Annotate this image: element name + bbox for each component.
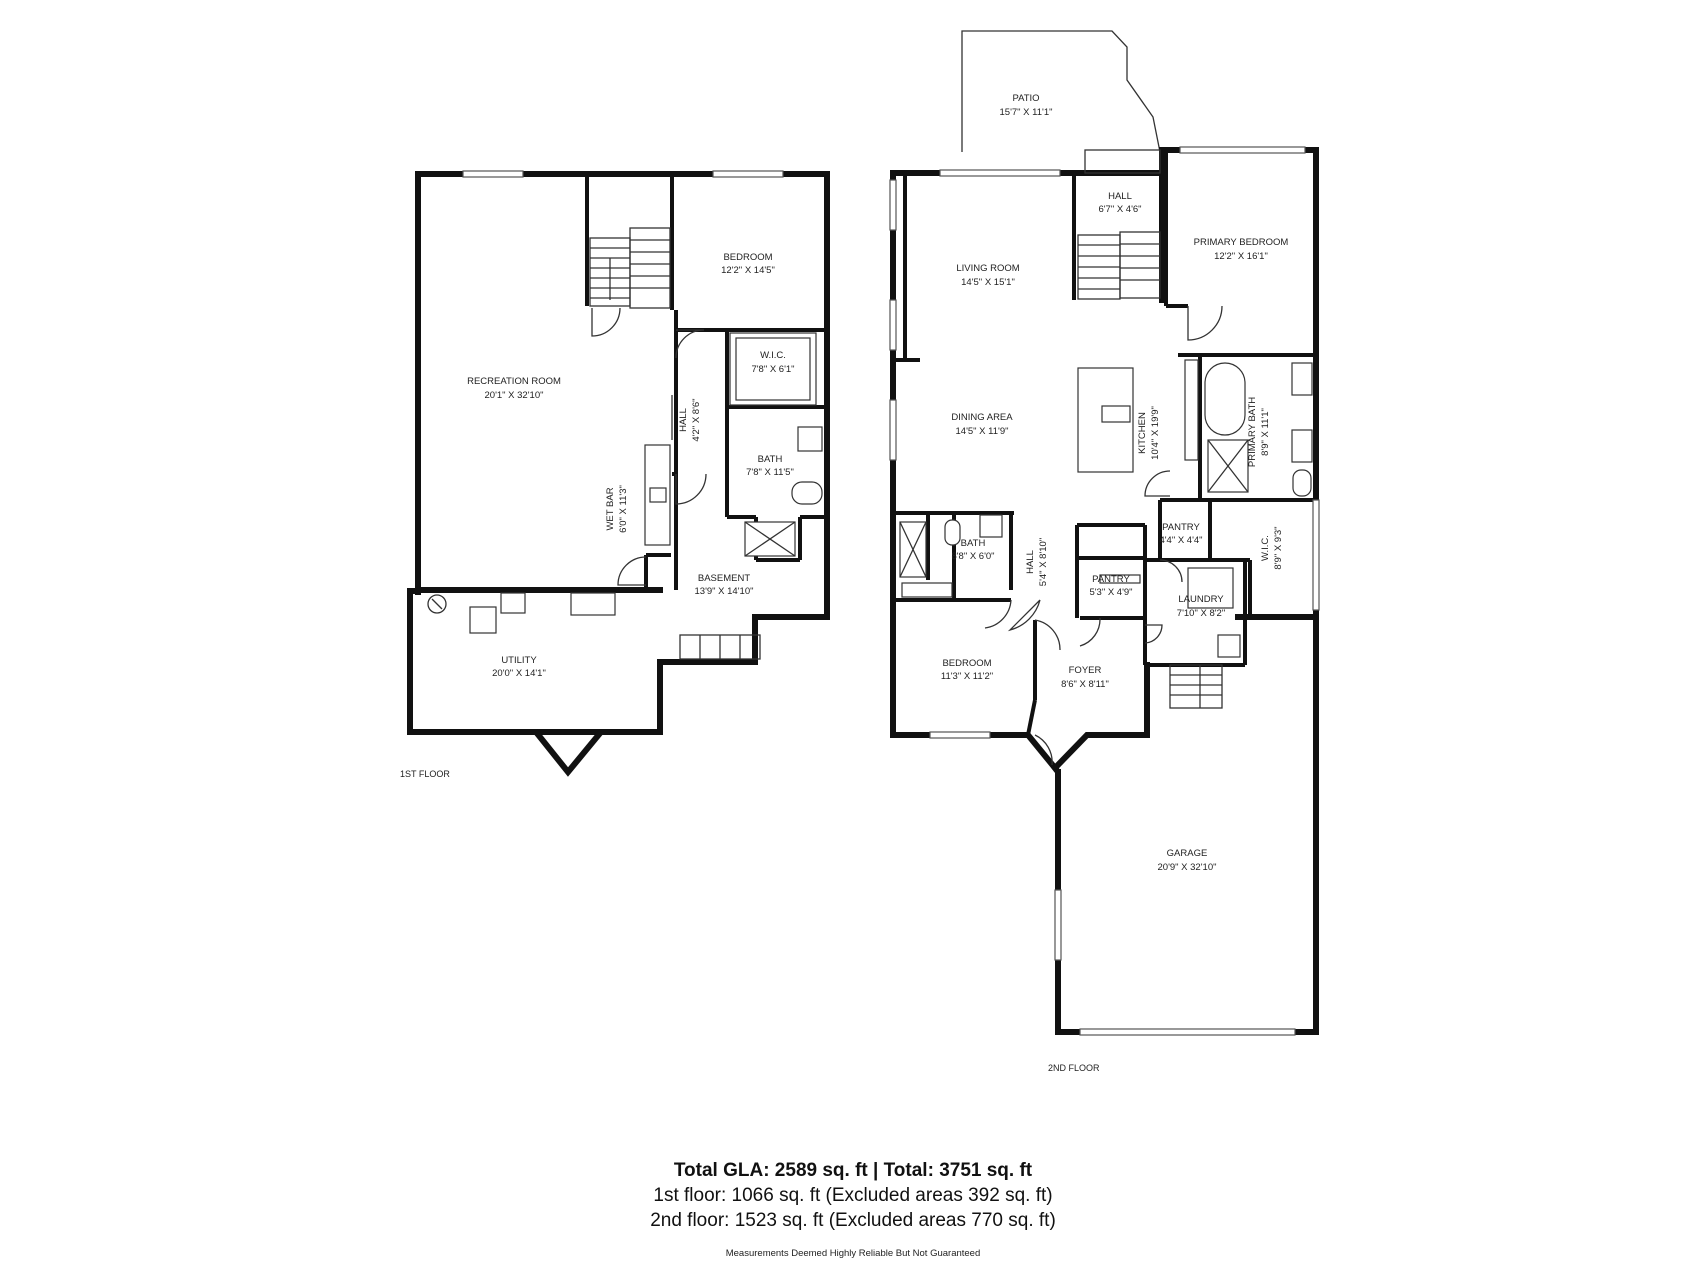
room-name-primary-bedroom: PRIMARY BEDROOM [1194, 237, 1289, 248]
room-dim-dining-area: 14'5" X 11'9" [956, 426, 1009, 437]
room-dim-primary-bedroom: 12'2" X 16'1" [1214, 251, 1268, 262]
room-name-bedroom-2: BEDROOM [942, 658, 991, 669]
second-floor-windows [889, 146, 1320, 1036]
room-dim-hall-top: 6'7" X 4'6" [1098, 204, 1141, 215]
floor-label-2nd: 2ND FLOOR [1048, 1063, 1100, 1073]
room-dim-bath-2: 8'8" X 6'0" [951, 551, 994, 562]
room-dim-recreation-room: 20'1" X 32'10" [485, 390, 544, 401]
room-dim-living-room: 14'5" X 15'1" [961, 277, 1015, 288]
room-name-wic-1: W.I.C. [760, 350, 786, 361]
room-name-pantry-2: PANTRY [1092, 574, 1130, 585]
room-dim-utility: 20'0" X 14'1" [492, 668, 546, 679]
room-name-pantry-1: PANTRY [1162, 522, 1200, 533]
room-dim-patio: 15'7" X 11'1" [1000, 107, 1053, 118]
room-name-hall-1: HALL [678, 408, 689, 432]
total-area-line: Total GLA: 2589 sq. ft | Total: 3751 sq.… [673, 1160, 1033, 1181]
room-name-living-room: LIVING ROOM [956, 263, 1019, 274]
area-summary: Total GLA: 2589 sq. ft | Total: 3751 sq.… [0, 1158, 1706, 1233]
room-dim-wic-2: 8'9" X 9'3" [1273, 526, 1284, 569]
room-name-bedroom-1: BEDROOM [723, 252, 772, 263]
floor-label-1st: 1ST FLOOR [400, 769, 450, 779]
room-name-hall-top: HALL [1108, 191, 1132, 202]
first-floor-doors [591, 307, 707, 586]
room-name-primary-bath: PRIMARY BATH [1247, 397, 1258, 467]
room-dim-garage: 20'9" X 32'10" [1158, 862, 1217, 873]
second-floor-fixtures [899, 359, 1313, 658]
room-dim-foyer: 8'6" X 8'11" [1061, 679, 1109, 690]
first-floor-exterior-walls [407, 171, 830, 777]
room-name-wet-bar: WET BAR [605, 487, 616, 530]
room-name-utility: UTILITY [501, 655, 537, 666]
room-dim-pantry-1: 4'4" X 4'4" [1159, 535, 1202, 546]
room-dim-wic-1: 7'8" X 6'1" [751, 364, 794, 375]
patio-outline [961, 30, 1161, 153]
second-floor-stairs [1077, 149, 1223, 709]
second-floor-plan: PATIO 15'7" X 11'1" HALL 6'7" X 4'6" PRI… [889, 30, 1320, 1073]
first-floor-plan: RECREATION ROOM 20'1" X 32'10" BEDROOM 1… [400, 170, 830, 779]
second-floor-room-labels: PATIO 15'7" X 11'1" HALL 6'7" X 4'6" PRI… [941, 93, 1289, 873]
first-floor-room-labels: RECREATION ROOM 20'1" X 32'10" BEDROOM 1… [467, 252, 794, 679]
first-floor-fixtures [427, 332, 823, 634]
room-name-wic-2: W.I.C. [1260, 535, 1271, 561]
room-name-bath-2: BATH [961, 538, 986, 549]
room-name-kitchen: KITCHEN [1137, 412, 1148, 454]
room-dim-pantry-2: 5'3" X 4'9" [1089, 587, 1132, 598]
disclaimer: Measurements Deemed Highly Reliable But … [725, 1248, 981, 1259]
room-name-foyer: FOYER [1069, 665, 1102, 676]
second-floor-doors [984, 305, 1223, 766]
room-name-recreation-room: RECREATION ROOM [467, 376, 561, 387]
room-dim-bedroom-2: 11'3" X 11'2" [941, 671, 993, 682]
first-floor-windows [462, 170, 784, 178]
room-name-bath-1: BATH [758, 454, 783, 465]
room-dim-wet-bar: 6'0" X 11'3" [618, 485, 629, 533]
room-dim-basement: 13'9" X 14'10" [695, 586, 754, 597]
room-name-laundry: LAUNDRY [1178, 594, 1224, 605]
room-name-patio: PATIO [1012, 93, 1039, 104]
room-dim-laundry: 7'10" X 8'2" [1177, 608, 1225, 619]
floor-plan-drawing: RECREATION ROOM 20'1" X 32'10" BEDROOM 1… [400, 30, 1320, 1073]
room-dim-hall-1: 4'2" X 8'6" [691, 398, 702, 441]
second-floor-area-line: 2nd floor: 1523 sq. ft (Excluded areas 7… [650, 1210, 1056, 1231]
room-dim-kitchen: 10'4" X 19'9" [1150, 406, 1161, 460]
room-name-garage: GARAGE [1167, 848, 1208, 859]
room-dim-bedroom-1: 12'2" X 14'5" [721, 265, 775, 276]
room-name-dining-area: DINING AREA [951, 412, 1013, 423]
first-floor-stairs [589, 227, 761, 660]
second-floor-interior-walls [893, 153, 1316, 736]
room-name-basement: BASEMENT [698, 573, 750, 584]
room-dim-bath-1: 7'8" X 11'5" [746, 467, 794, 478]
room-name-hall-mid: HALL [1025, 550, 1036, 574]
room-dim-hall-mid: 5'4" X 8'10" [1038, 538, 1049, 586]
room-dim-primary-bath: 8'9" X 11'1" [1260, 408, 1271, 456]
first-floor-area-line: 1st floor: 1066 sq. ft (Excluded areas 3… [653, 1185, 1053, 1206]
